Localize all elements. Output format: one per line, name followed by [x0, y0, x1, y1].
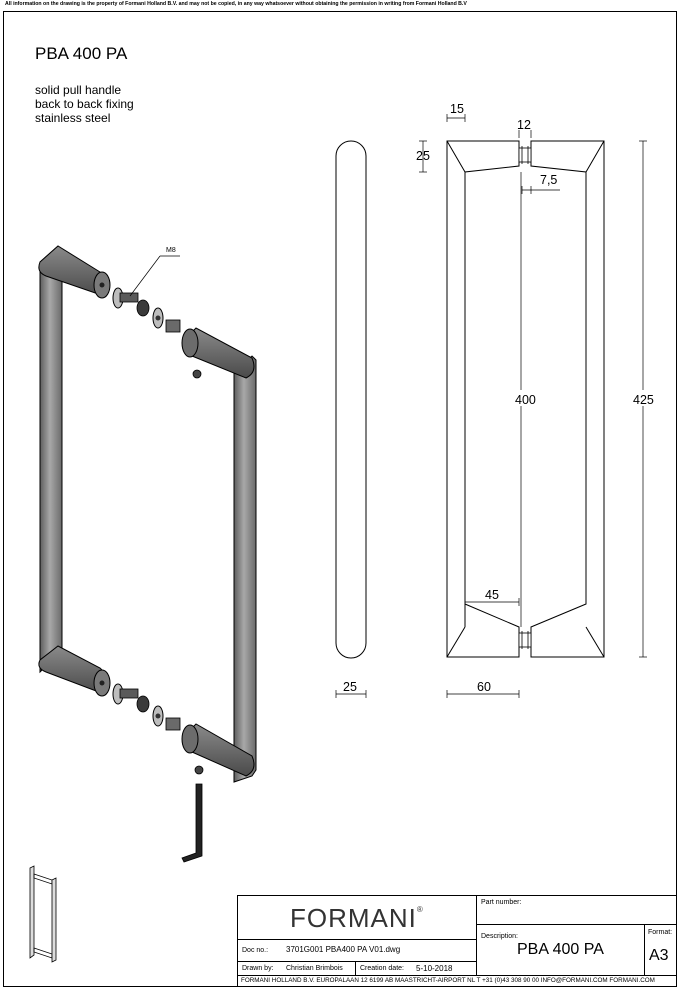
left-handle — [38, 245, 111, 697]
dim-7-5: 7,5 — [540, 173, 557, 187]
format-label: Format: — [648, 929, 673, 936]
front-view — [446, 140, 605, 658]
logo-cell: FORMANI® — [238, 896, 477, 940]
exploded-handle-view: M8 — [38, 245, 257, 863]
description-label: Description: — [481, 933, 518, 940]
dim-400: 400 — [515, 393, 536, 407]
title-block: FORMANI® Doc no.: 3701G001 PBA400 PA V01… — [237, 895, 677, 987]
m8-callout-label: M8 — [166, 247, 176, 254]
dim-60: 60 — [477, 680, 491, 694]
dim-45: 45 — [485, 588, 499, 602]
allen-key — [181, 783, 203, 863]
dim-12: 12 — [517, 118, 531, 132]
registered-mark: ® — [416, 905, 424, 914]
bottom-fixing-set — [112, 683, 204, 775]
dim-25-top: 25 — [416, 149, 430, 163]
company-footer: FORMANI HOLLAND B.V. EUROPALAAN 12 6199 … — [241, 977, 655, 984]
description-line-3: stainless steel — [35, 111, 111, 125]
part-number-cell: Part number: — [477, 896, 676, 925]
creation-date-cell: Creation date: 5-10-2018 — [356, 962, 477, 976]
dim-15: 15 — [450, 102, 464, 116]
description-cell: Description: PBA 400 PA — [477, 925, 645, 976]
drawn-by-cell: Drawn by: Christian Brimbois — [238, 962, 356, 976]
creation-date-label: Creation date: — [360, 965, 404, 972]
description-value: PBA 400 PA — [517, 941, 604, 958]
handle-thumbnail — [29, 865, 57, 963]
formani-logo: FORMANI® — [290, 903, 424, 934]
product-description: solid pull handle back to back fixing st… — [35, 83, 134, 125]
doc-no-cell: Doc no.: 3701G001 PBA400 PA V01.dwg — [238, 940, 477, 962]
format-cell: Format: A3 — [645, 925, 676, 976]
creation-date-value: 5-10-2018 — [416, 964, 453, 973]
product-title: PBA 400 PA — [35, 44, 128, 63]
dim-side-width: 25 — [343, 680, 357, 694]
logo-text: FORMANI — [290, 903, 417, 933]
doc-no-value: 3701G001 PBA400 PA V01.dwg — [286, 945, 401, 954]
front-dimension-labels: 15 12 25 7,5 400 425 45 60 — [416, 102, 658, 694]
drawn-by-label: Drawn by: — [242, 965, 274, 972]
copyright-notice: All information on the drawing is the pr… — [5, 1, 467, 7]
drawn-by-value: Christian Brimbois — [286, 965, 343, 972]
side-view: 25 — [335, 140, 367, 698]
dim-425: 425 — [633, 393, 654, 407]
right-handle — [181, 327, 257, 783]
part-number-label: Part number: — [481, 899, 522, 906]
format-value: A3 — [649, 947, 669, 964]
description-line-1: solid pull handle — [35, 83, 122, 97]
doc-no-label: Doc no.: — [242, 947, 269, 954]
description-line-2: back to back fixing — [35, 97, 134, 111]
top-fixing-set: M8 — [112, 247, 202, 379]
